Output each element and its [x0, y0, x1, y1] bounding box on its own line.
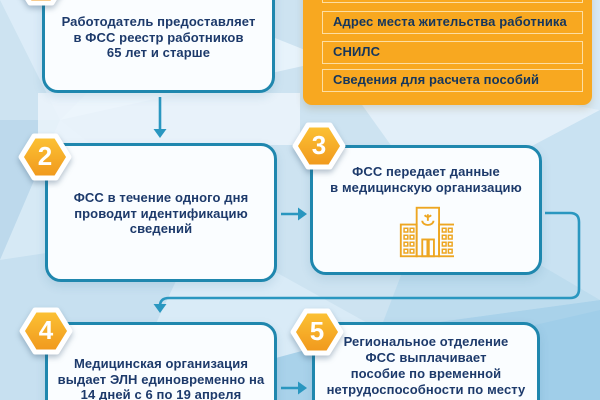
- panel-item-label: СНИЛС: [333, 44, 381, 59]
- step-5-text: Региональное отделение ФСС выплачивает п…: [326, 334, 526, 400]
- step-number: 4: [38, 315, 54, 345]
- step-number: 3: [311, 130, 327, 160]
- arrow-step2-to-step3: [281, 207, 307, 221]
- step-1-card: [42, 0, 275, 93]
- panel-item-cutoff: [322, 0, 583, 3]
- arrow-step4-to-step5: [281, 381, 307, 395]
- step-4-text: Медицинская организация выдает ЭЛН едино…: [57, 356, 265, 400]
- panel-item-label: Адрес места жительства работника: [333, 14, 567, 29]
- step-4-badge: 4: [18, 306, 74, 356]
- step-3-text: ФСС передает данные в медицинскую органи…: [330, 164, 522, 195]
- step-5-badge: 5: [289, 307, 345, 357]
- panel-item: СНИЛС: [322, 41, 583, 64]
- hospital-building-icon: [399, 206, 454, 258]
- step-3-badge: 3: [291, 121, 347, 171]
- step-5-card: [312, 322, 540, 400]
- step-2-text: ФСС в течение одного дня проводит иденти…: [73, 190, 249, 236]
- step-3-card: [310, 145, 542, 275]
- panel-item: Адрес места жительства работника: [322, 11, 583, 34]
- panel-item-label: Сведения для расчета пособий: [333, 72, 540, 87]
- connector-step3-to-step4: [153, 211, 581, 313]
- step-number: 2: [37, 141, 53, 171]
- step-number: 5: [309, 316, 325, 346]
- details-panel: Адрес места жительства работника СНИЛС С…: [303, 0, 592, 105]
- step-2-card: [45, 143, 277, 282]
- step-1-text: Работодатель предоставляет в ФСС реестр …: [61, 14, 256, 60]
- panel-item: Сведения для расчета пособий: [322, 69, 583, 92]
- arrow-step1-to-step2: [153, 97, 167, 138]
- step-4-card: [45, 322, 277, 400]
- step-1-badge: 1: [13, 0, 69, 7]
- step-2-badge: 2: [17, 132, 73, 182]
